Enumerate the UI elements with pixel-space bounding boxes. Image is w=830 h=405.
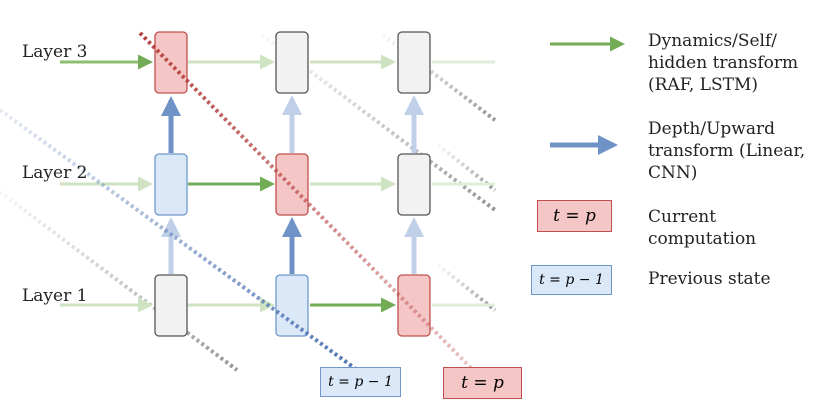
cell-layer1-col3: [397, 274, 431, 337]
diagonal-gray-5: [436, 263, 497, 312]
diagonal-current: [138, 31, 477, 374]
layer-label-2: Layer 2: [22, 163, 88, 183]
cell-layer3-col2: [275, 31, 309, 94]
cell-layer2-col3: [397, 153, 431, 216]
legend-previous-text: Previous state: [648, 269, 771, 289]
layer-label-3: Layer 3: [22, 42, 88, 62]
legend-current-swatch-text: t = p: [553, 206, 596, 226]
cell-layer3-col3: [397, 31, 431, 94]
cell-layer2-col2: [275, 153, 309, 216]
legend-previous-swatch-text: t = p − 1: [539, 272, 604, 288]
legend-depth-text: Depth/Upward transform (Linear, CNN): [648, 119, 806, 183]
diagonal-previous: [0, 108, 362, 374]
legend-dynamics-text: Dynamics/Self/ hidden transform (RAF, LS…: [648, 31, 799, 95]
tag-previous-bottom: t = p − 1: [320, 367, 401, 397]
diagonal-gray-1: [0, 190, 239, 372]
tag-current-bottom: t = p: [443, 367, 522, 399]
legend-previous-swatch: t = p − 1: [531, 265, 612, 295]
cell-grid: [154, 31, 431, 337]
legend-current-text: Current computation: [648, 207, 757, 249]
cell-layer1-col1: [154, 274, 188, 337]
cell-layer2-col1: [154, 153, 188, 216]
layer-label-1: Layer 1: [22, 286, 88, 306]
legend-current-swatch: t = p: [537, 200, 612, 232]
tag-previous-text: t = p − 1: [328, 374, 393, 390]
tag-current-text: t = p: [461, 373, 504, 393]
cell-layer1-col2: [275, 274, 309, 337]
